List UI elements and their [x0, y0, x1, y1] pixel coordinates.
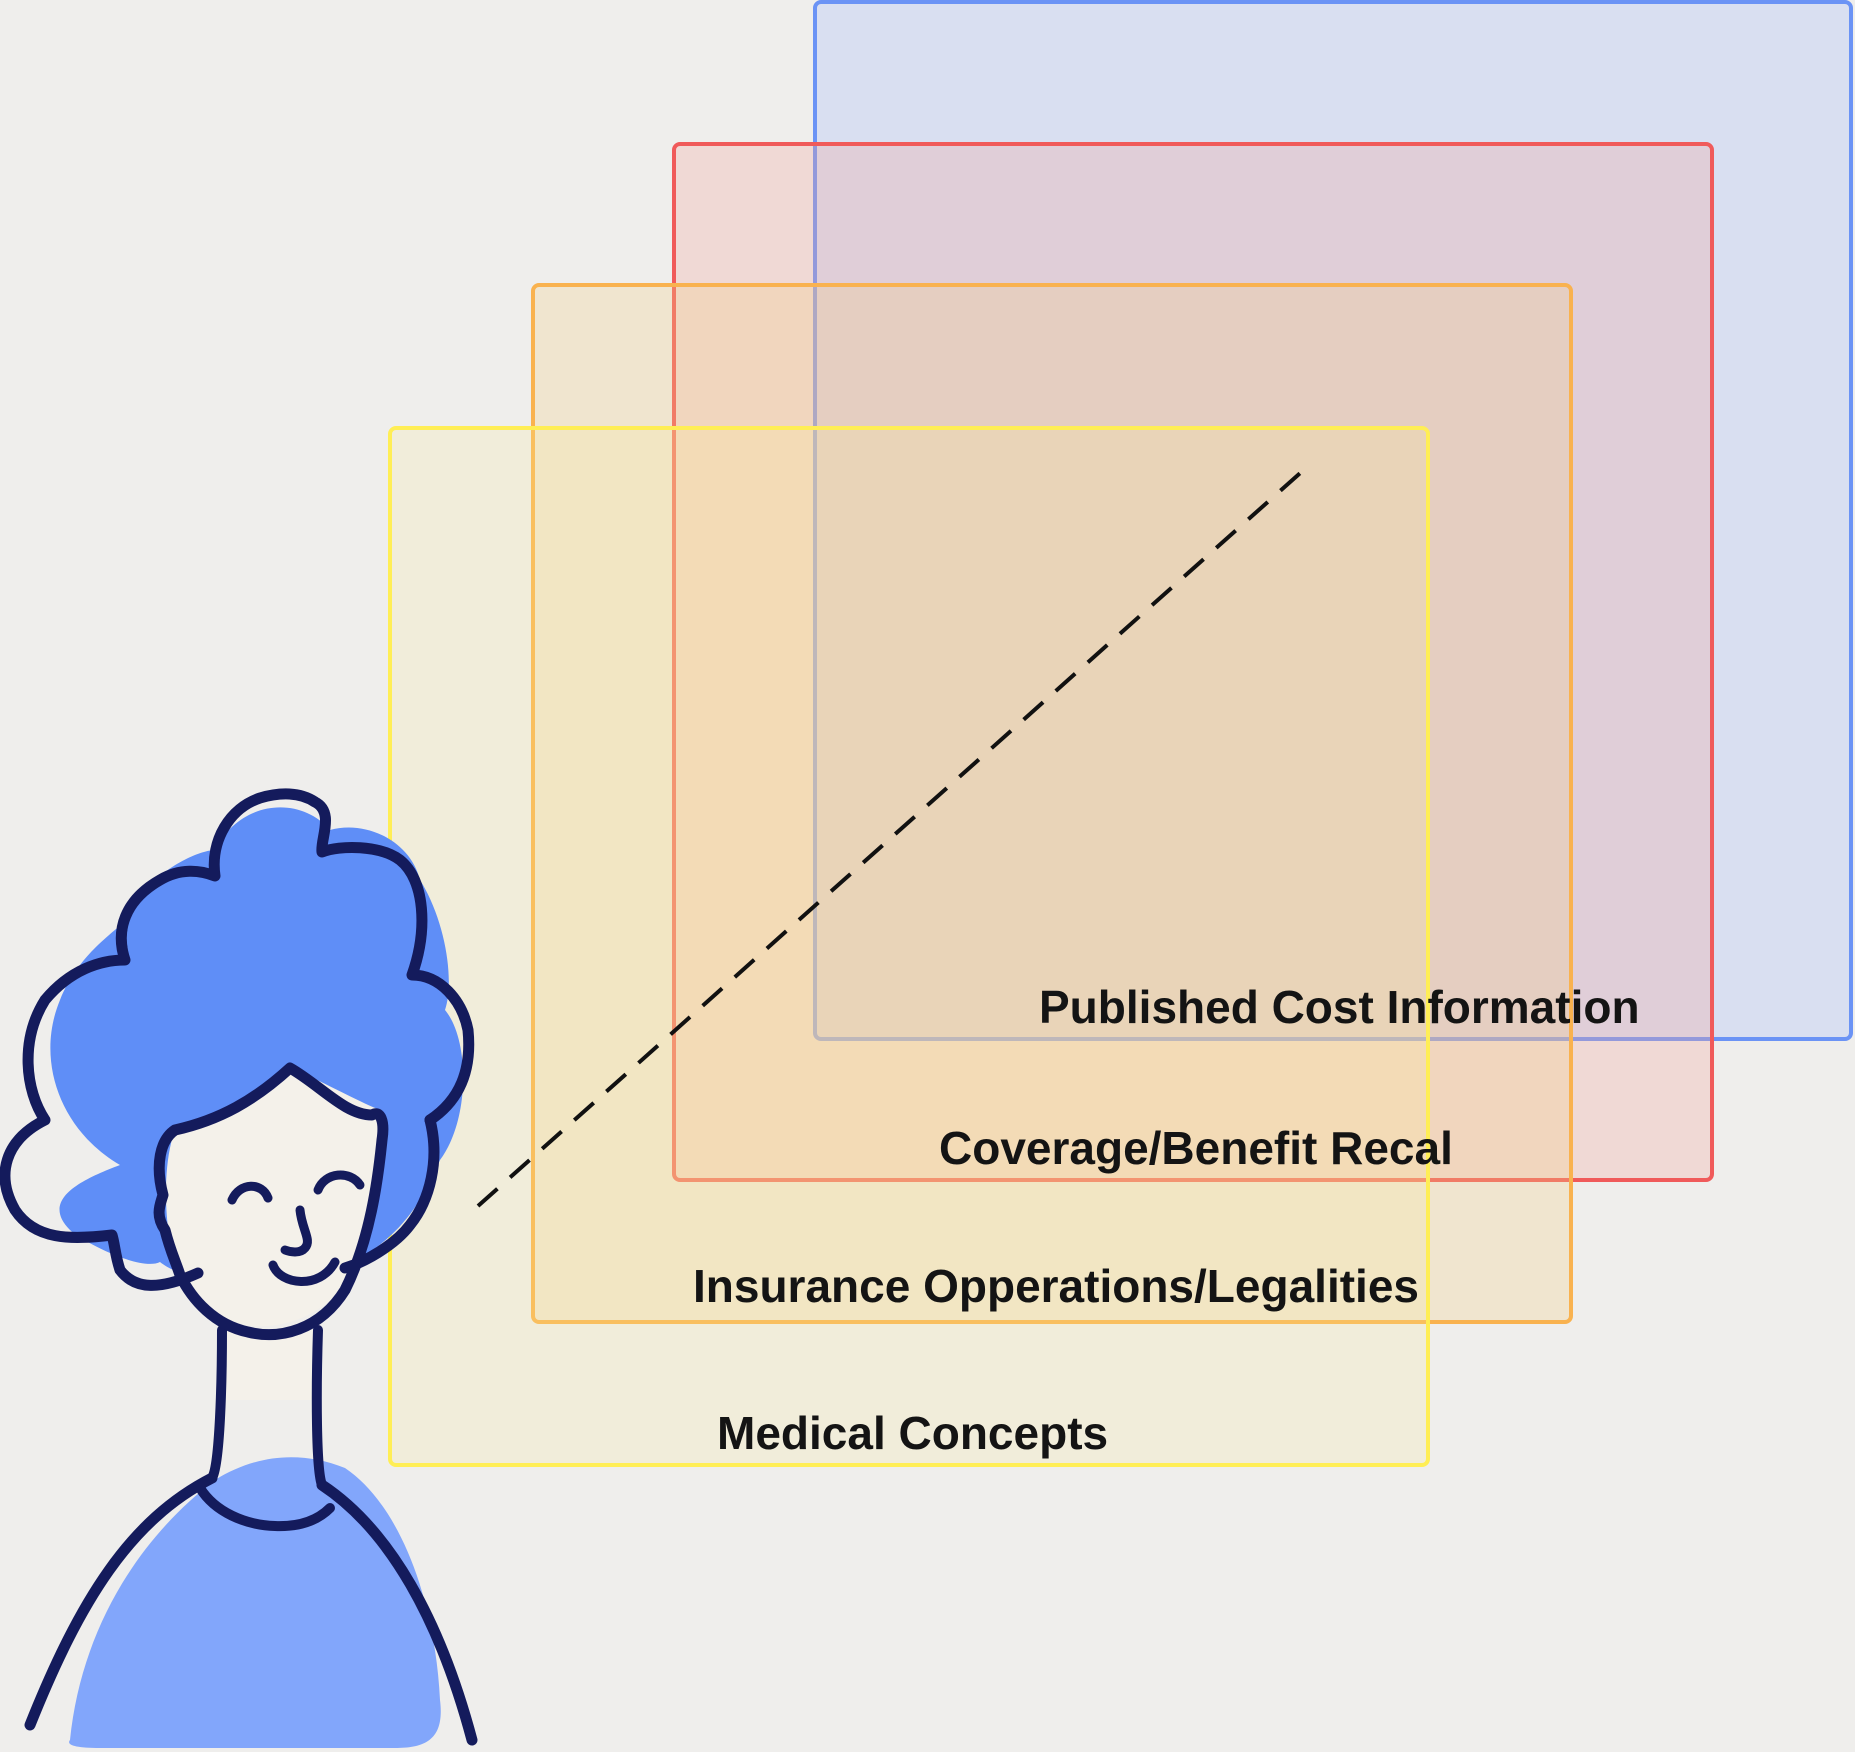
layer-insurance-operations: [531, 283, 1573, 1324]
label-coverage-benefit: Coverage/Benefit Recal: [939, 1122, 1453, 1174]
face-icon: [165, 1068, 380, 1327]
neck-outline-icon: [207, 1325, 327, 1490]
layer-insurance-operations-panel: [531, 283, 1573, 1324]
label-published-cost: Published Cost Information: [1039, 981, 1640, 1033]
hair-outline-icon: [0, 788, 475, 1291]
shirt-icon: [69, 1457, 441, 1748]
nose-icon: [280, 1205, 312, 1257]
person-illustration-icon: [0, 788, 478, 1748]
layer-published-cost-panel: [813, 0, 1853, 1041]
line-of-sight-connector: [476, 465, 1309, 1208]
collar-icon: [195, 1483, 335, 1532]
left-eye-icon: [227, 1181, 273, 1205]
neck-icon: [220, 1330, 318, 1400]
right-eye-icon: [313, 1170, 365, 1195]
layer-published-cost: [813, 0, 1853, 1041]
layer-coverage-benefit-panel: [672, 142, 1714, 1182]
label-medical-concepts: Medical Concepts: [717, 1407, 1108, 1459]
layer-coverage-benefit: [672, 142, 1714, 1182]
arm-outline-icon: [24, 1472, 218, 1731]
arm-outline-right-icon: [316, 1479, 478, 1746]
hairline-outline-icon: [153, 1062, 440, 1340]
smile-icon: [268, 1257, 340, 1286]
label-insurance-operations: Insurance Opperations/Legalities: [693, 1260, 1419, 1312]
